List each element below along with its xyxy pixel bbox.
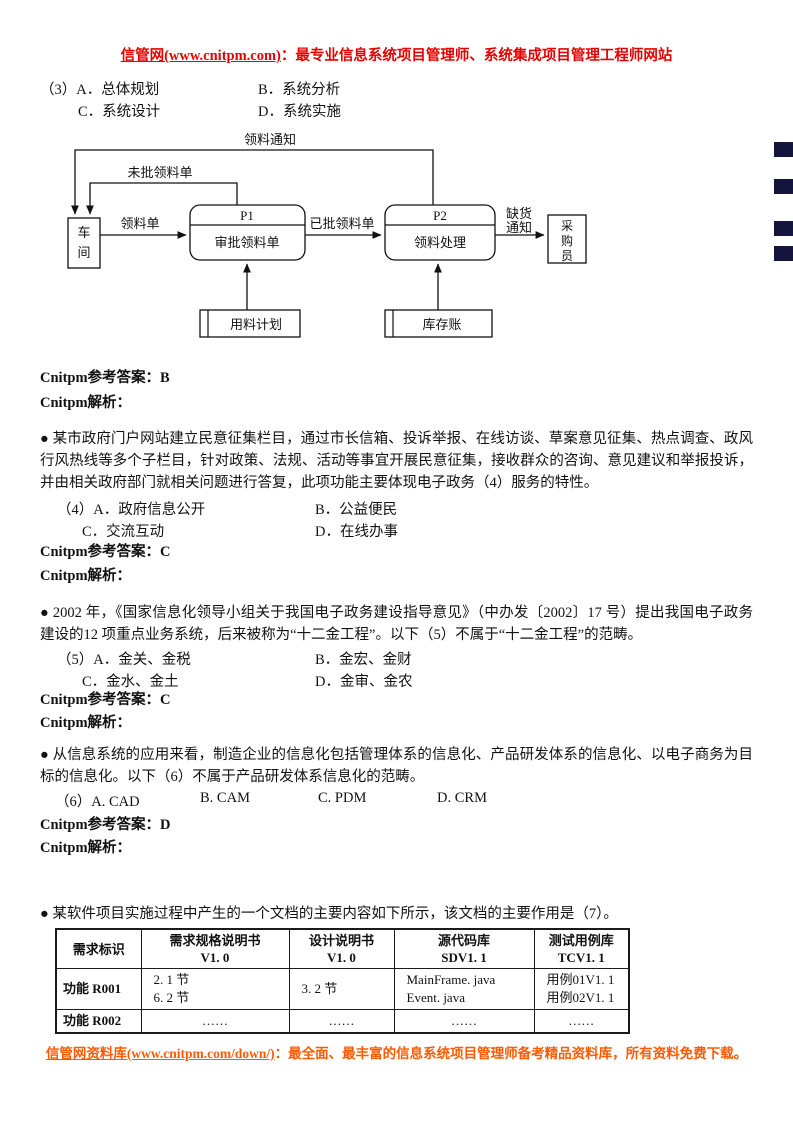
flow-material-notice [71,149,434,215]
margin-mark [774,142,793,157]
process-p1-name: 审批领料单 [214,235,279,250]
q6-option-d: D. CRM [437,790,487,806]
q4-answer: Cnitpm参考答案：C [40,544,171,560]
margin-mark [774,246,793,261]
table-row: 功能 R002 …… …… …… …… [55,1009,630,1034]
q6-analysis: Cnitpm解析： [40,840,132,856]
purchaser-label-2: 购 [561,233,573,248]
footer-tagline: ：最全面、最丰富的信息系统项目管理师备考精品资料库，所有资料免费下载。 [274,1046,748,1061]
cell-design: …… [288,1009,395,1034]
flow-label-approved: 已批领料单 [309,216,374,231]
purchaser-entity-box [547,214,587,264]
process-p2-name: 领料处理 [414,235,466,250]
q4-text: ● 某市政府门户网站建立民意征集栏目，通过市长信箱、投诉举报、在线访谈、草案意见… [40,431,753,491]
q4-option-a: （4）A．政府信息公开 [57,502,206,518]
q3-option-d: D．系统实施 [258,104,341,120]
flow-label-shortage-2: 通知 [506,220,532,235]
site-header: 信管网(www.cnitpm.com)：最专业信息系统项目管理师、系统集成项目管… [0,44,793,65]
flow-label-request: 领料单 [120,216,159,231]
flow-label-notice: 领料通知 [244,132,296,147]
q4-options-row2: C．交流互动 D．在线办事 [40,520,753,542]
datastore-inventory-box [384,309,493,338]
row-label: 功能 R001 [55,968,142,1010]
dataflow-diagram: 领料通知 未批领料单 领料单 已批领料单 缺货 通知 车 间 P1 审批领料单 … [67,132,587,338]
col-header-requirement-id: 需求标识 [55,928,142,969]
q3-analysis: Cnitpm解析： [40,395,132,411]
q5-options-row1: （5）A．金关、金税 B．金宏、金财 [40,648,753,670]
process-p2-id: P2 [433,208,447,223]
datastore-plan-label: 用料计划 [230,317,282,332]
q6-answer: Cnitpm参考答案：D [40,817,171,833]
workshop-entity-box [67,217,101,269]
q4-option-d: D．在线办事 [315,524,398,540]
flow-unapproved-slip [86,182,238,215]
q5-option-c: C．金水、金土 [82,674,179,690]
download-link[interactable]: 信管网资料库(www.cnitpm.com/down/) [45,1046,275,1061]
margin-mark [774,221,793,236]
q3-options-row1: （3）A．总体规划 B．系统分析 [40,78,753,100]
site-tagline: ：最专业信息系统项目管理师、系统集成项目管理工程师网站 [280,48,673,64]
q5-option-d: D．金审、金农 [315,674,413,690]
workshop-label-2: 间 [77,245,90,260]
q5-options-row2: C．金水、金土 D．金审、金农 [40,670,753,692]
cell-design: 3. 2 节 [288,968,395,1010]
cell-source: …… [393,1009,535,1034]
q6-options-row: （6）A. CAD B. CAM C. PDM D. CRM [40,790,753,812]
process-p1-box [189,204,306,261]
flow-label-shortage-1: 缺货 [506,206,532,221]
workshop-label-1: 车 [77,225,90,240]
site-footer: 信管网资料库(www.cnitpm.com/down/)：最全面、最丰富的信息系… [0,1042,793,1062]
q6-option-a: （6）A. CAD [55,794,140,810]
margin-mark [774,179,793,194]
process-p2-box [384,204,496,261]
q4-options-row1: （4）A．政府信息公开 B．公益便民 [40,498,753,520]
row-label: 功能 R002 [55,1009,142,1034]
q5-option-a: （5）A．金关、金税 [57,652,191,668]
purchaser-label-3: 员 [561,249,573,263]
cell-spec: …… [140,1009,290,1034]
q5-text: ● 2002 年，《国家信息化领导小组关于我国电子政务建设指导意见》（中办发〔2… [40,605,753,643]
q6-text: ● 从信息系统的应用来看，制造企业的信息化包括管理体系的信息化、产品研发体系的信… [40,747,753,785]
flow-label-unapproved: 未批领料单 [127,165,192,180]
process-p1-id: P1 [240,208,254,223]
q4-analysis: Cnitpm解析： [40,568,132,584]
purchaser-label-1: 采 [561,219,573,233]
q3-option-b: B．系统分析 [258,82,341,98]
q5-answer: Cnitpm参考答案：C [40,692,171,708]
q3-option-a: （3）A．总体规划 [40,82,160,98]
datastore-inventory-label: 库存账 [422,317,461,332]
q5-analysis: Cnitpm解析： [40,715,132,731]
q5-option-b: B．金宏、金财 [315,652,412,668]
site-link[interactable]: 信管网(www.cnitpm.com) [120,48,281,64]
q6-option-b: B. CAM [200,790,250,806]
q4-option-b: B．公益便民 [315,502,398,518]
q4-option-c: C．交流互动 [82,524,165,540]
datastore-plan-box [199,309,301,338]
cell-testcase: …… [533,1009,630,1034]
q7-text: ● 某软件项目实施过程中产生的一个文档的主要内容如下所示，该文档的主要作用是（7… [40,906,618,922]
q3-answer: Cnitpm参考答案：B [40,370,170,386]
q3-options-row2: C．系统设计 D．系统实施 [40,100,753,122]
q6-option-c: C. PDM [318,790,367,806]
q3-option-c: C．系统设计 [78,104,161,120]
